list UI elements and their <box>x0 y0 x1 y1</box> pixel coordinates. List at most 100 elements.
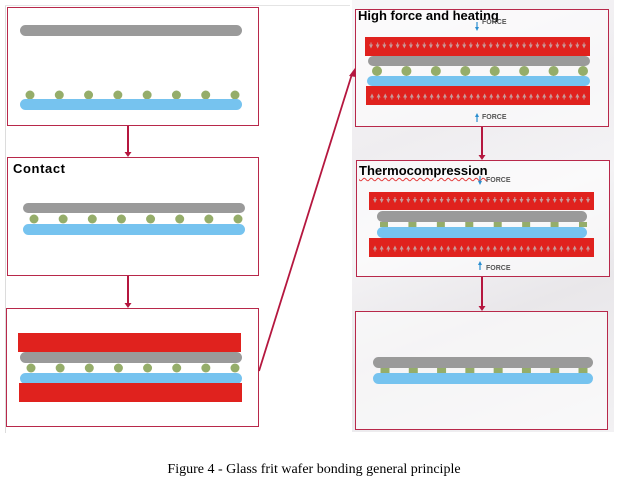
heat-arrow-up-icon <box>446 245 451 250</box>
heat-arrow-up-icon <box>432 245 437 250</box>
glass-frit-bead <box>233 214 243 224</box>
glass-frit-bead <box>55 363 65 373</box>
heat-arrow-up-icon <box>486 245 491 250</box>
glass-frit-bond <box>522 222 531 227</box>
heat-arrow-down-icon <box>526 199 531 203</box>
figure-caption: Figure 4 - Glass frit wafer bonding gene… <box>167 462 461 477</box>
glass-frit-bond <box>380 368 390 373</box>
glass-frit-bead <box>87 214 97 224</box>
heat-arrow-down-icon <box>406 199 411 203</box>
glass-frit-bead <box>230 90 240 100</box>
step-contact-box: Contact <box>7 157 259 276</box>
device-wafer <box>373 373 593 384</box>
heat-arrow-stem <box>527 197 529 200</box>
glass-frit-bond <box>437 368 447 373</box>
glass-frit-bead <box>172 363 182 373</box>
heat-arrow-down-icon <box>369 44 373 49</box>
heat-arrow-stem <box>464 96 466 100</box>
heat-arrow-down-icon <box>375 44 380 49</box>
heat-arrow-stem <box>401 197 403 200</box>
heat-arrow-stem <box>437 96 439 100</box>
heat-arrow-up-icon <box>409 93 414 98</box>
heat-arrow-stem <box>554 197 556 200</box>
heat-arrow-up-icon <box>436 93 441 98</box>
heat-arrow-stem <box>563 42 565 46</box>
heat-arrow-down-icon <box>542 44 547 49</box>
heat-arrow-down-icon <box>582 44 586 49</box>
heat-arrow-stem <box>383 42 385 46</box>
arrow-head-icon <box>124 303 132 308</box>
glass-frit-bead <box>58 214 68 224</box>
heat-arrow-stem <box>421 197 423 200</box>
heat-arrow-down-icon <box>472 199 477 203</box>
heat-arrow-down-icon <box>499 199 504 203</box>
heat-arrow-stem <box>537 96 539 100</box>
heat-arrow-stem <box>527 248 529 252</box>
heat-arrow-down-icon <box>448 44 453 49</box>
heat-arrow-stem <box>490 42 492 46</box>
heat-arrow-down-icon <box>546 199 551 203</box>
heat-arrow-down-icon <box>555 44 560 49</box>
heat-arrow-up-icon <box>383 93 388 98</box>
step-contact-label: Contact <box>13 161 66 176</box>
heat-arrow-stem <box>507 197 509 200</box>
step-bonded-box <box>355 311 608 430</box>
heat-arrow-stem <box>370 42 372 46</box>
heat-arrow-down-icon <box>548 44 553 49</box>
heat-arrow-down-icon <box>373 199 377 203</box>
glass-frit-bead <box>25 90 35 100</box>
glass-frit-bond <box>465 222 474 227</box>
heat-arrow-down-icon <box>386 199 391 203</box>
heat-arrow-stem <box>580 197 582 200</box>
heat-arrow-up-icon <box>442 93 447 98</box>
glass-frit-bead <box>489 66 500 76</box>
heat-arrow-up-icon <box>519 245 524 250</box>
heat-arrow-down-icon <box>495 44 500 49</box>
heat-arrow-down-icon <box>579 199 584 203</box>
arrow-head-icon <box>124 152 132 157</box>
heat-arrow-down-icon <box>562 44 567 49</box>
glass-frit-bead <box>84 363 94 373</box>
heat-arrow-stem <box>387 248 389 252</box>
heat-arrow-stem <box>530 42 532 46</box>
heat-arrow-stem <box>517 96 519 100</box>
heat-arrow-down-icon <box>452 199 457 203</box>
heat-arrow-down-icon <box>482 44 487 49</box>
glass-frit-bead <box>460 66 471 76</box>
heat-arrow-up-icon <box>512 245 517 250</box>
heat-arrow-down-icon <box>528 44 533 49</box>
heat-arrow-stem <box>583 42 585 46</box>
heat-arrow-up-icon <box>562 93 567 98</box>
heat-arrow-stem <box>540 248 542 252</box>
heat-arrow-stem <box>410 42 412 46</box>
glass-frit-bond <box>521 368 531 373</box>
heat-arrow-up-icon <box>399 245 404 250</box>
heat-arrow-stem <box>404 96 406 100</box>
heat-arrow-up-icon <box>548 93 553 98</box>
heat-arrow-stem <box>434 248 436 252</box>
glass-frit-bond <box>380 222 388 227</box>
heat-arrow-stem <box>474 248 476 252</box>
heat-arrow-up-icon <box>482 93 487 98</box>
heat-arrow-stem <box>427 197 429 200</box>
heat-arrow-stem <box>570 96 572 100</box>
heat-arrow-stem <box>374 197 376 200</box>
heat-arrow-down-icon <box>475 44 480 49</box>
heat-arrow-stem <box>490 96 492 100</box>
heat-arrow-stem <box>381 248 383 252</box>
heat-arrow-up-icon <box>392 245 397 250</box>
heat-arrow-up-icon <box>396 93 401 98</box>
heat-arrow-stem <box>407 248 409 252</box>
heat-arrow-stem <box>461 197 463 200</box>
heat-arrow-up-icon <box>489 93 494 98</box>
heat-arrow-down-icon <box>568 44 573 49</box>
heat-arrow-stem <box>407 197 409 200</box>
device-wafer <box>367 76 590 86</box>
heat-arrow-stem <box>401 248 403 252</box>
heat-arrow-stem <box>496 42 498 46</box>
heat-arrow-up-icon <box>370 93 374 98</box>
heat-arrow-down-icon <box>462 44 467 49</box>
cap-wafer <box>20 25 242 36</box>
heat-arrow-stem <box>457 42 459 46</box>
heat-arrow-up-icon <box>452 245 457 250</box>
